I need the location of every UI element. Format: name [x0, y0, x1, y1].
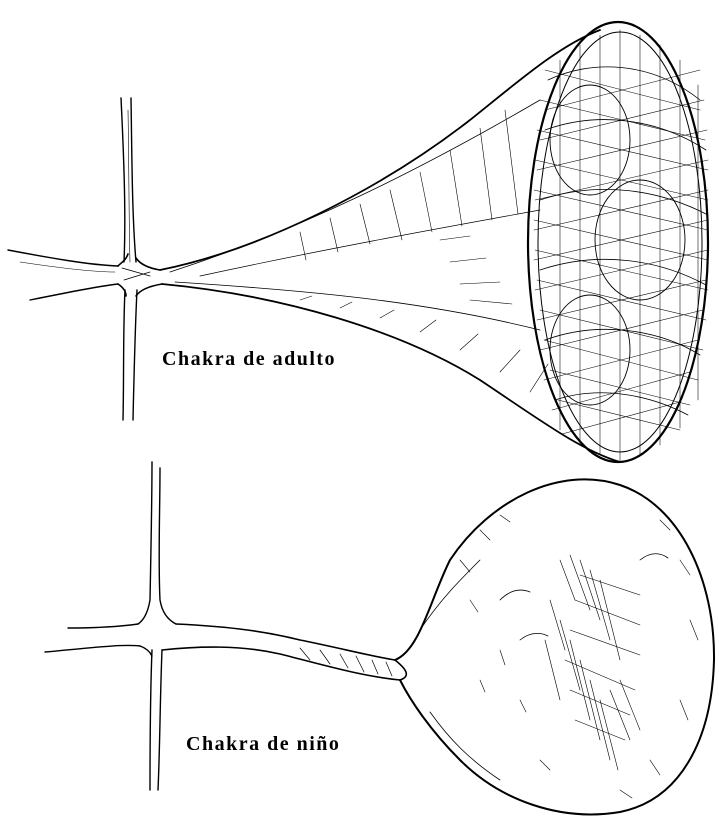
child-vertical-channel: [138, 462, 176, 790]
adult-chakra-caption: Chakra de adulto: [162, 348, 336, 371]
adult-vertical-channel: [121, 98, 137, 420]
child-chakra-caption: Chakra de niño: [186, 733, 340, 756]
child-neck: [162, 624, 400, 680]
adult-junction: [118, 254, 162, 296]
adult-horizontal-channel: [8, 250, 118, 300]
adult-chakra: [8, 22, 708, 462]
adult-funnel-mouth: [528, 22, 708, 462]
child-sphere-shading: [460, 515, 698, 798]
child-chakra: [45, 462, 714, 814]
child-horizontal-channel: [45, 624, 152, 656]
child-sphere: [395, 479, 714, 814]
